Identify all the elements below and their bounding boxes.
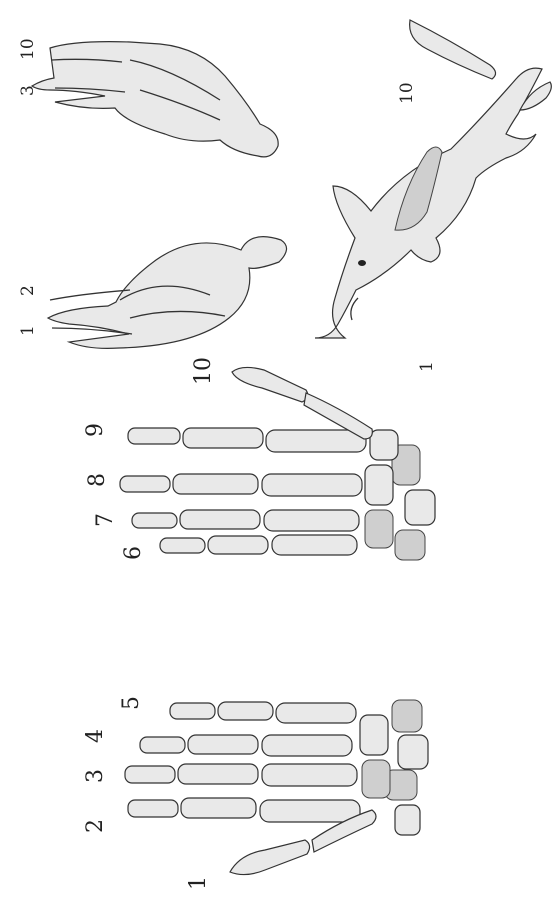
label-2: 2 (83, 819, 108, 833)
claw-label-1: 1 (18, 325, 38, 336)
claw-label-2: 2 (18, 285, 38, 296)
label-1: 1 (186, 876, 211, 890)
label-6: 6 (121, 546, 146, 560)
finger-8 (120, 474, 362, 496)
finger-2 (128, 798, 360, 822)
finger-3 (125, 764, 357, 786)
claw-right (32, 42, 278, 157)
finger-9 (128, 428, 366, 452)
dolphin-eye (358, 260, 366, 266)
label-4: 4 (83, 729, 108, 743)
label-8: 8 (85, 473, 110, 487)
finger-7 (132, 510, 359, 531)
claw-right-labels: 3 10 (18, 38, 38, 96)
finger-6 (160, 535, 357, 555)
label-10: 10 (191, 357, 216, 385)
claw-left (48, 237, 287, 349)
label-3: 3 (83, 769, 108, 783)
claw-left-labels: 1 2 (18, 285, 38, 336)
label-5: 5 (119, 696, 144, 710)
lower-hand-labels: 1 2 3 4 5 (83, 696, 211, 890)
finger-5 (170, 702, 356, 723)
dolphin (315, 20, 551, 338)
finger-4 (140, 735, 352, 756)
claw-label-10: 10 (18, 38, 38, 60)
upper-hand-skeleton (120, 367, 435, 560)
dolphin-label-1: 1 (417, 361, 437, 372)
claw-label-3: 3 (18, 85, 38, 96)
dolphin-label-10: 10 (397, 82, 417, 104)
label-9: 9 (83, 423, 108, 437)
label-7: 7 (93, 513, 118, 527)
carpal-bones-upper (365, 430, 435, 560)
lower-hand-skeleton (125, 700, 428, 875)
